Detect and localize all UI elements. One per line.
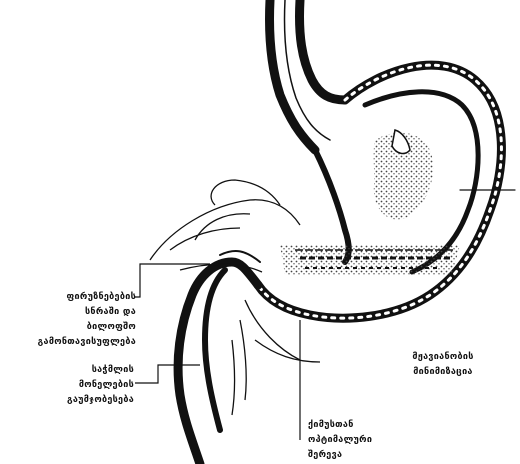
duodenum bbox=[178, 251, 260, 464]
label-line: შერევა bbox=[308, 448, 428, 463]
label-line: მჟავიანობის bbox=[378, 350, 508, 365]
label-line: საჭმლის bbox=[34, 363, 134, 378]
label-digestion-improvement: საჭმლის მონელების გაუმჯობესება bbox=[34, 363, 134, 408]
label-acidity-minimization: მჟავიანობის მინიმიზაცია bbox=[378, 350, 508, 380]
pointer-line-left-mid bbox=[135, 365, 200, 383]
label-chyme-mixing: ქიმუსთან ოპტიმალური შერევა bbox=[308, 418, 428, 463]
label-line: ბილოფშო bbox=[18, 320, 136, 335]
stomach-contents bbox=[280, 130, 460, 275]
label-line: ქიმუსთან bbox=[308, 418, 428, 433]
esophagus bbox=[269, 0, 345, 150]
label-line: ოპტიმალური bbox=[308, 433, 428, 448]
label-line: სნრაში და bbox=[18, 305, 136, 320]
label-line: მონელების bbox=[34, 378, 134, 393]
label-line: გაუმჯობესება bbox=[34, 393, 134, 408]
label-line: ფირუზნებების bbox=[18, 290, 136, 305]
label-line: გამონთავისუფლება bbox=[18, 335, 136, 350]
label-bile-release: ფირუზნებების სნრაში და ბილოფშო გამონთავი… bbox=[18, 290, 136, 350]
label-line: მინიმიზაცია bbox=[378, 365, 508, 380]
